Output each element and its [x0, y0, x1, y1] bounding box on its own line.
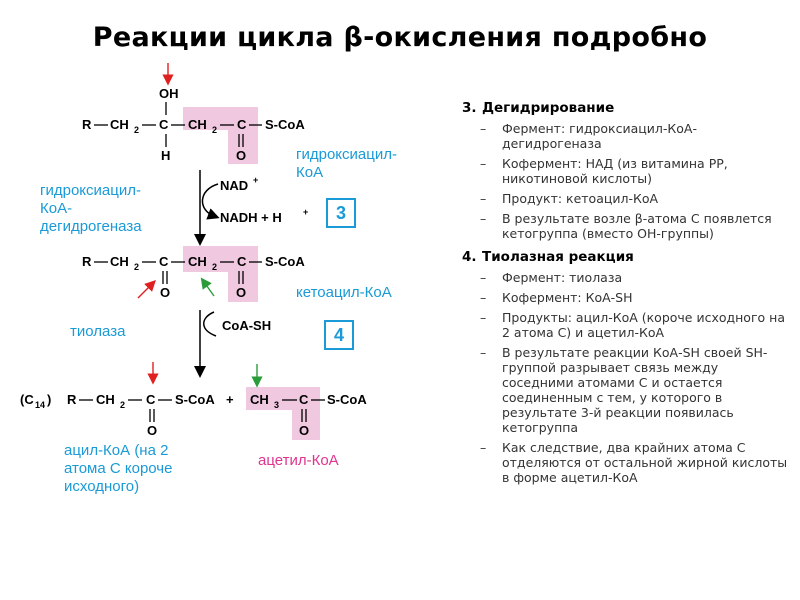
- svg-text:CoA-SH: CoA-SH: [222, 318, 271, 333]
- svg-text:CH: CH: [110, 117, 129, 132]
- list-item: –В результате возле β-атома С появлется …: [480, 211, 772, 241]
- svg-text:2: 2: [120, 400, 125, 410]
- svg-text:S-CoA: S-CoA: [265, 117, 305, 132]
- molecule-ketoacyl-coa: R CH 2 C CH 2 C S-CoA O O: [82, 254, 305, 300]
- svg-text:NAD: NAD: [220, 178, 248, 193]
- svg-text:+: +: [226, 392, 234, 407]
- svg-text:2: 2: [134, 125, 139, 135]
- label-hydroxyacyl-coa: гидроксиацил- КоА: [296, 146, 397, 181]
- svg-text:O: O: [236, 285, 246, 300]
- section-title: 3.Дегидрирование: [462, 100, 615, 116]
- highlight-acetyl: [246, 387, 320, 440]
- svg-text:S-CoA: S-CoA: [327, 392, 367, 407]
- label-acyl-coa: ацил-КоА (на 2 атома С короче исходного): [64, 442, 173, 495]
- svg-text:O: O: [299, 423, 309, 438]
- list-item: –В результате реакции КоА-SH своей SH-гр…: [480, 345, 768, 435]
- svg-text:C: C: [237, 117, 247, 132]
- svg-text:CH: CH: [110, 254, 129, 269]
- svg-text:H: H: [161, 148, 170, 163]
- list-item: –Продукт: кетоацил-КоА: [480, 191, 659, 206]
- label-dehydrogenase: гидроксиацил- КоА- дегидрогеназа: [40, 182, 142, 235]
- svg-text:R: R: [82, 254, 92, 269]
- label-ketoacyl-coa: кетоацил-КоА: [296, 284, 392, 301]
- svg-text:O: O: [147, 423, 157, 438]
- svg-text:2: 2: [134, 262, 139, 272]
- list-item: –Кофермент: КоА-SH: [480, 290, 633, 305]
- list-item: –Продукты: ацил-КоА (короче исходного на…: [480, 310, 785, 340]
- svg-text:+: +: [303, 207, 308, 217]
- svg-text:+: +: [253, 175, 258, 185]
- notes-column: 3.Дегидрирование –Фермент: гидроксиацил-…: [462, 98, 792, 490]
- section-thiolase: 4.Тиолазная реакция –Фермент: тиолаза –К…: [462, 249, 792, 485]
- svg-text:R: R: [67, 392, 77, 407]
- list-item: –Фермент: тиолаза: [480, 270, 623, 285]
- svg-text:S-CoA: S-CoA: [175, 392, 215, 407]
- svg-text:2: 2: [212, 125, 217, 135]
- svg-text:): ): [47, 392, 51, 407]
- r-group: R: [82, 117, 92, 132]
- svg-text:NADH + H: NADH + H: [220, 210, 282, 225]
- page-title: Реакции цикла β-окисления подробно: [92, 22, 708, 53]
- svg-text:C: C: [159, 254, 169, 269]
- oh-group: OH: [159, 86, 179, 101]
- svg-text:2: 2: [212, 262, 217, 272]
- highlight-mol2: [183, 246, 258, 302]
- svg-text:C: C: [146, 392, 156, 407]
- svg-text:3: 3: [274, 400, 279, 410]
- molecule-hydroxyacyl-coa: OH R CH 2 C CH 2 C S-CoA H O: [82, 63, 305, 163]
- reaction-scheme: OH R CH 2 C CH 2 C S-CoA H O NAD + NADH + H…: [20, 63, 367, 440]
- step-box-3: 3: [326, 198, 356, 228]
- highlight-mol1: [183, 107, 258, 164]
- svg-text:CH: CH: [250, 392, 269, 407]
- red-arrow-2: [137, 280, 156, 299]
- step-box-4: 4: [324, 320, 354, 350]
- svg-text:14: 14: [35, 400, 45, 410]
- list-item: –Как следствие, два крайних атома С отде…: [480, 440, 788, 485]
- section-dehydrogenation: 3.Дегидрирование –Фермент: гидроксиацил-…: [462, 100, 792, 241]
- svg-text:CH: CH: [188, 117, 207, 132]
- svg-text:O: O: [236, 148, 246, 163]
- svg-text:C: C: [299, 392, 309, 407]
- svg-text:(C: (C: [20, 392, 34, 407]
- list-item: –Фермент: гидроксиацил-КоА-дегидрогеназа: [480, 121, 697, 151]
- section-title: 4.Тиолазная реакция: [462, 249, 634, 265]
- svg-text:S-CoA: S-CoA: [265, 254, 305, 269]
- green-arrow-1: [200, 277, 215, 297]
- list-item: –Кофермент: НАД (из витамина РР, никотин…: [480, 156, 728, 186]
- svg-text:CH: CH: [96, 392, 115, 407]
- svg-text:CH: CH: [188, 254, 207, 269]
- label-thiolase: тиолаза: [70, 323, 126, 340]
- svg-text:C: C: [237, 254, 247, 269]
- label-acetyl-coa: ацетил-КоА: [258, 452, 339, 469]
- svg-text:O: O: [160, 285, 170, 300]
- svg-text:C: C: [159, 117, 169, 132]
